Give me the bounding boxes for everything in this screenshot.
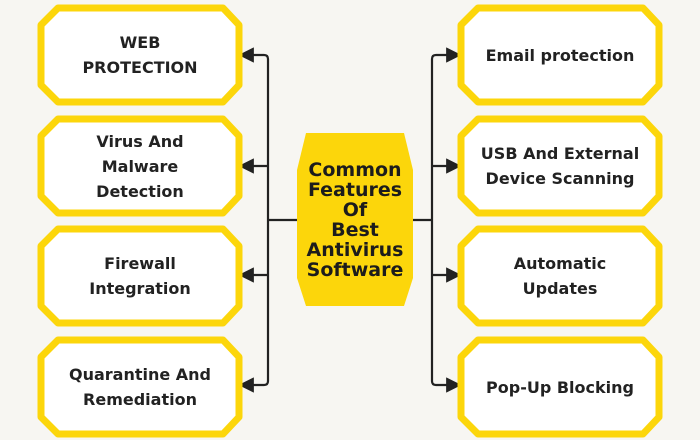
right-box-shape-2 — [457, 115, 663, 217]
center-node: Common Features Of Best Antivirus Softwa… — [297, 133, 413, 306]
feature-label: Virus And Malware Detection — [96, 131, 184, 201]
feature-email-protection: Email protection — [464, 11, 656, 99]
left-box-shape-4 — [37, 336, 243, 438]
feature-label: Quarantine And Remediation — [68, 365, 212, 409]
feature-label: WEB PROTECTION — [82, 33, 198, 77]
left-boxes — [37, 4, 243, 438]
feature-label: Firewall Integration — [89, 254, 191, 298]
left-box-shape-2 — [37, 115, 243, 217]
feature-web-protection: WEB PROTECTION — [44, 11, 236, 99]
right-box-shape-4 — [457, 336, 663, 438]
feature-quarantine-remediation: Quarantine And Remediation — [44, 343, 236, 431]
feature-label: Pop-Up Blocking — [486, 377, 634, 397]
center-node-shape — [297, 133, 413, 306]
right-boxes — [457, 4, 663, 438]
right-box-shape-1 — [457, 4, 663, 106]
feature-virus-malware-detection: Virus And Malware Detection — [44, 122, 236, 210]
left-box-shape-1 — [37, 4, 243, 106]
feature-label: Automatic Updates — [513, 254, 607, 298]
left-connectors — [238, 47, 297, 393]
feature-popup-blocking: Pop-Up Blocking — [464, 343, 656, 431]
feature-label: Email protection — [485, 45, 635, 65]
right-box-shape-3 — [457, 225, 663, 327]
feature-usb-device-scanning: USB And External Device Scanning — [464, 122, 656, 210]
center-node-label: Common Features Of Best Antivirus Softwa… — [306, 158, 404, 281]
feature-label: USB And External Device Scanning — [480, 144, 640, 188]
feature-automatic-updates: Automatic Updates — [464, 232, 656, 320]
right-connectors — [413, 47, 462, 393]
feature-firewall-integration: Firewall Integration — [44, 232, 236, 320]
left-box-shape-3 — [37, 225, 243, 327]
